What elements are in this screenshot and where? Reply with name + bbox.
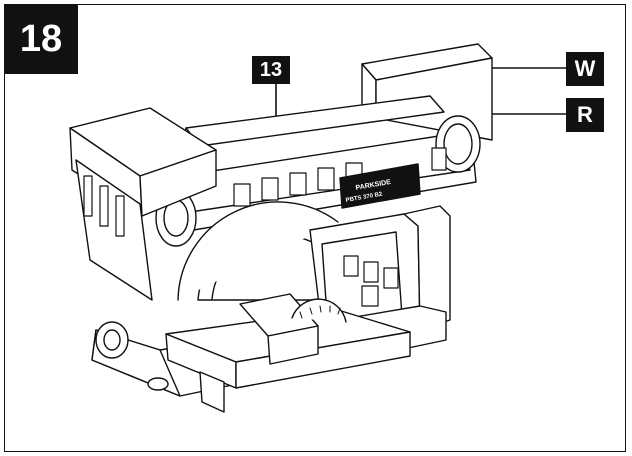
callout-part-w: W — [566, 52, 604, 86]
figure-number: 18 — [4, 4, 78, 74]
callout-part-13: 13 — [252, 56, 290, 84]
callout-part-r: R — [566, 98, 604, 132]
figure-frame — [4, 4, 626, 452]
miter-gauge — [239, 293, 347, 365]
table-lock-knob — [95, 321, 129, 359]
name-plate — [339, 163, 421, 209]
sanding-disc — [177, 201, 339, 301]
motor-housing — [69, 107, 217, 301]
